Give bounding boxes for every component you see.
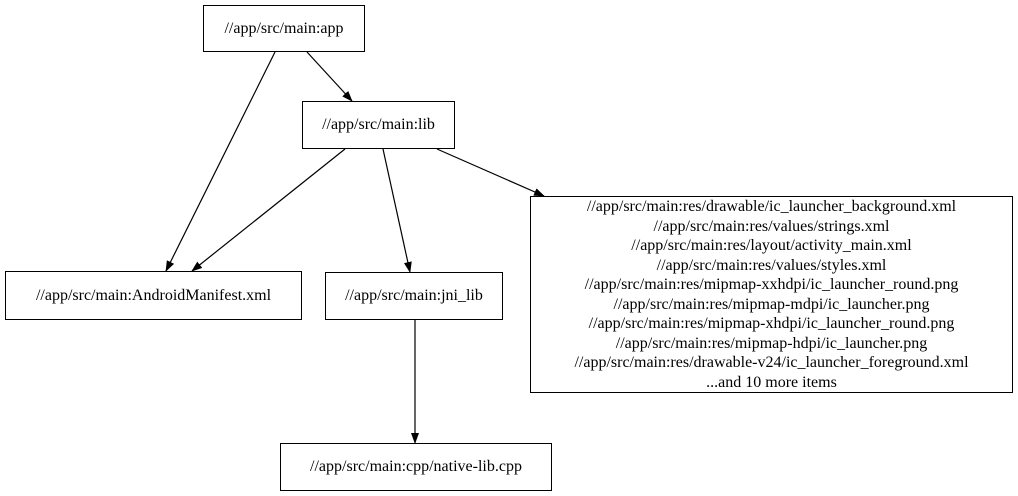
res-group-line: //app/src/main:res/mipmap-mdpi/ic_launch… bbox=[613, 295, 930, 313]
res-group-line: //app/src/main:res/mipmap-xxhdpi/ic_laun… bbox=[584, 276, 959, 293]
edge-app-to-manifest bbox=[165, 51, 276, 272]
res-group-line: //app/src/main:res/layout/activity_main.… bbox=[631, 237, 912, 254]
res-group-line: //app/src/main:res/values/styles.xml bbox=[656, 256, 887, 274]
res-group-line: //app/src/main:res/mipmap-hdpi/ic_launch… bbox=[615, 334, 928, 352]
edge-lib-to-res-group bbox=[436, 148, 545, 197]
res-group-more-items: ...and 10 more items bbox=[706, 373, 837, 391]
edge-lib-to-jni-lib bbox=[382, 148, 412, 273]
node-jni-lib: //app/src/main:jni_lib bbox=[325, 272, 503, 320]
node-app: //app/src/main:app bbox=[203, 5, 365, 52]
node-native-lib-cpp: //app/src/main:cpp/native-lib.cpp bbox=[280, 443, 552, 491]
res-group-line: //app/src/main:res/values/strings.xml bbox=[653, 217, 890, 235]
res-group-line: //app/src/main:res/drawable/ic_launcher_… bbox=[586, 198, 957, 215]
node-android-manifest-label: //app/src/main:AndroidManifest.xml bbox=[35, 286, 272, 304]
node-jni-lib-label: //app/src/main:jni_lib bbox=[345, 287, 483, 305]
node-lib: //app/src/main:lib bbox=[302, 101, 455, 149]
res-group-line: //app/src/main:res/mipmap-xhdpi/ic_launc… bbox=[588, 315, 955, 332]
res-group-line: //app/src/main:res/drawable-v24/ic_launc… bbox=[574, 354, 969, 371]
node-android-manifest: //app/src/main:AndroidManifest.xml bbox=[5, 271, 302, 320]
node-res-group: //app/src/main:res/drawable/ic_launcher_… bbox=[530, 196, 1013, 393]
edge-lib-to-manifest bbox=[191, 148, 346, 272]
node-lib-label: //app/src/main:lib bbox=[322, 116, 435, 134]
edge-app-to-lib bbox=[306, 51, 353, 102]
node-native-lib-cpp-label: //app/src/main:cpp/native-lib.cpp bbox=[310, 458, 522, 476]
node-app-label: //app/src/main:app bbox=[224, 19, 344, 37]
